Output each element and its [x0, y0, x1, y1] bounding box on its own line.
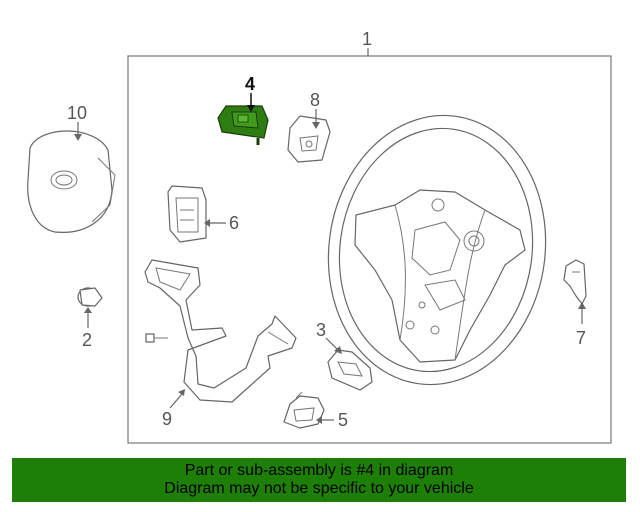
part-6-switch-housing[interactable]	[167, 185, 207, 243]
callout-6[interactable]: 6	[229, 213, 239, 233]
part-4-switch[interactable]	[217, 105, 269, 145]
callout-5-arrow	[316, 416, 322, 424]
callout-4-arrow	[247, 105, 255, 112]
callout-3[interactable]: 3	[316, 320, 326, 340]
part-10-airbag[interactable]	[27, 130, 116, 233]
steering-wheel[interactable]	[311, 101, 562, 398]
part-8-bracket[interactable]	[287, 115, 331, 163]
footer-line-2: Diagram may not be specific to your vehi…	[164, 480, 474, 497]
callout-1[interactable]: 1	[362, 29, 372, 49]
callout-8-arrow	[312, 122, 320, 129]
callout-9-arrow	[178, 389, 185, 396]
callout-6-arrow	[204, 219, 210, 227]
callout-3-arrow	[334, 346, 342, 354]
callout-7-arrow	[578, 302, 586, 309]
part-9-bezel[interactable]	[144, 259, 297, 403]
callout-3-leader	[325, 337, 339, 351]
footer-banner: Part or sub-assembly is #4 in diagram Di…	[12, 458, 626, 502]
callout-5[interactable]: 5	[338, 410, 348, 430]
part-2-nut[interactable]	[77, 287, 103, 307]
callout-9[interactable]: 9	[162, 409, 172, 429]
part-5-switch[interactable]	[283, 391, 325, 429]
part-7-clip[interactable]	[563, 259, 587, 305]
callout-9-leader	[169, 393, 183, 409]
callout-2[interactable]: 2	[82, 330, 92, 350]
callout-10-arrow	[74, 134, 82, 141]
callout-10[interactable]: 10	[67, 103, 87, 123]
bolt[interactable]	[145, 333, 168, 343]
callout-4[interactable]: 4	[245, 74, 255, 94]
callout-7[interactable]: 7	[576, 328, 586, 348]
callout-2-arrow	[84, 307, 92, 313]
assembly-frame	[127, 55, 612, 444]
footer-line-1: Part or sub-assembly is #4 in diagram	[184, 462, 454, 479]
callout-8[interactable]: 8	[310, 90, 320, 110]
